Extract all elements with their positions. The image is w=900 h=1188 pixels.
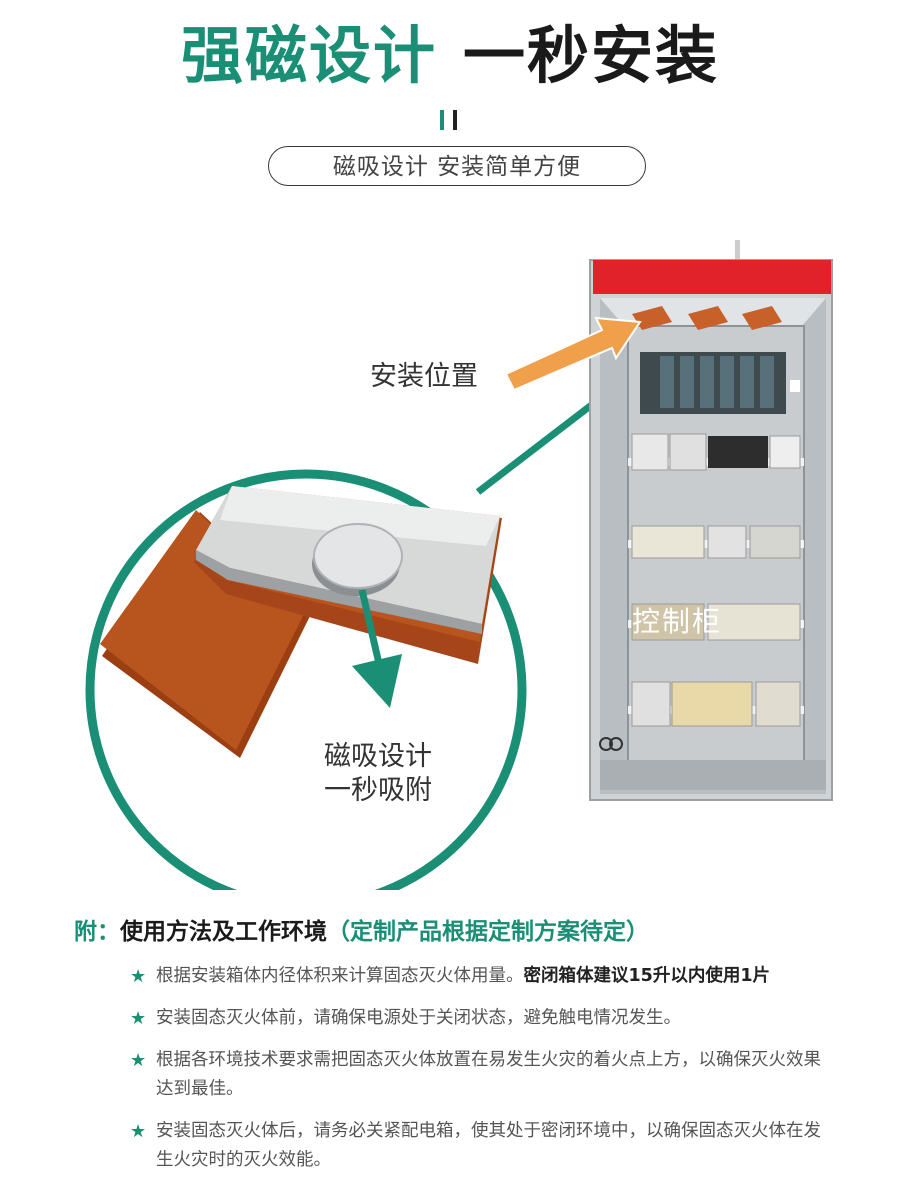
page-title: 强磁设计一秒安装 (0, 18, 900, 94)
star-icon: ★ (130, 1121, 147, 1142)
star-icon: ★ (130, 1008, 147, 1029)
section-prefix: 附： (74, 919, 120, 945)
list-item: ★ 根据安装箱体内径体积来计算固态灭火体用量。密闭箱体建议15升以内使用1片 (130, 962, 830, 991)
section-note: （定制产品根据定制方案待定） (327, 919, 649, 945)
plc-module (640, 352, 786, 414)
subtitle-pill: 磁吸设计 安装简单方便 (268, 146, 646, 186)
title-divider (440, 110, 464, 130)
title-highlight: 强磁设计 (180, 19, 437, 92)
pad-1 (632, 306, 672, 330)
usage-notes-list: ★ 根据安装箱体内径体积来计算固态灭火体用量。密闭箱体建议15升以内使用1片 ★… (130, 962, 830, 1188)
pad-3 (742, 306, 782, 330)
note-text: 安装固态灭火体后，请务必关紧配电箱，使其处于密闭环境中，以确保固态灭火体在发生火… (156, 1121, 821, 1170)
note-text: 安装固态灭火体前，请确保电源处于关闭状态，避免触电情况发生。 (156, 1008, 681, 1028)
cabinet-header (593, 260, 831, 294)
list-item: ★ 根据各环境技术要求需把固态灭火体放置在易发生火灾的着火点上方，以确保灭火效果… (130, 1046, 830, 1104)
note-strong: 密闭箱体建议15升以内使用1片 (523, 966, 771, 986)
control-cabinet (589, 240, 833, 801)
title-main: 一秒安装 (463, 19, 720, 92)
install-arrow-icon (504, 316, 642, 392)
list-item: ★ 安装固态灭火体前，请确保电源处于关闭状态，避免触电情况发生。 (130, 1004, 830, 1033)
magnet-label-line2: 一秒吸附 (324, 775, 432, 806)
list-item: ★ 安装固态灭火体后，请务必关紧配电箱，使其处于密闭环境中，以确保固态灭火体在发… (130, 1117, 830, 1175)
section-heading: 附：使用方法及工作环境（定制产品根据定制方案待定） (74, 912, 649, 946)
magnet-label-line1: 磁吸设计 (324, 741, 432, 772)
note-text: 根据各环境技术要求需把固态灭火体放置在易发生火灾的着火点上方，以确保灭火效果达到… (156, 1050, 821, 1099)
star-icon: ★ (130, 966, 147, 987)
install-position-label: 安装位置 (370, 361, 478, 392)
product-photo (100, 486, 502, 758)
star-icon: ★ (130, 1050, 147, 1071)
note-text: 根据安装箱体内径体积来计算固态灭火体用量。 (156, 966, 524, 986)
section-title: 使用方法及工作环境 (120, 919, 327, 945)
pad-2 (688, 306, 728, 330)
product-illustration (85, 240, 833, 890)
cabinet-label: 控制柜 (632, 605, 723, 638)
